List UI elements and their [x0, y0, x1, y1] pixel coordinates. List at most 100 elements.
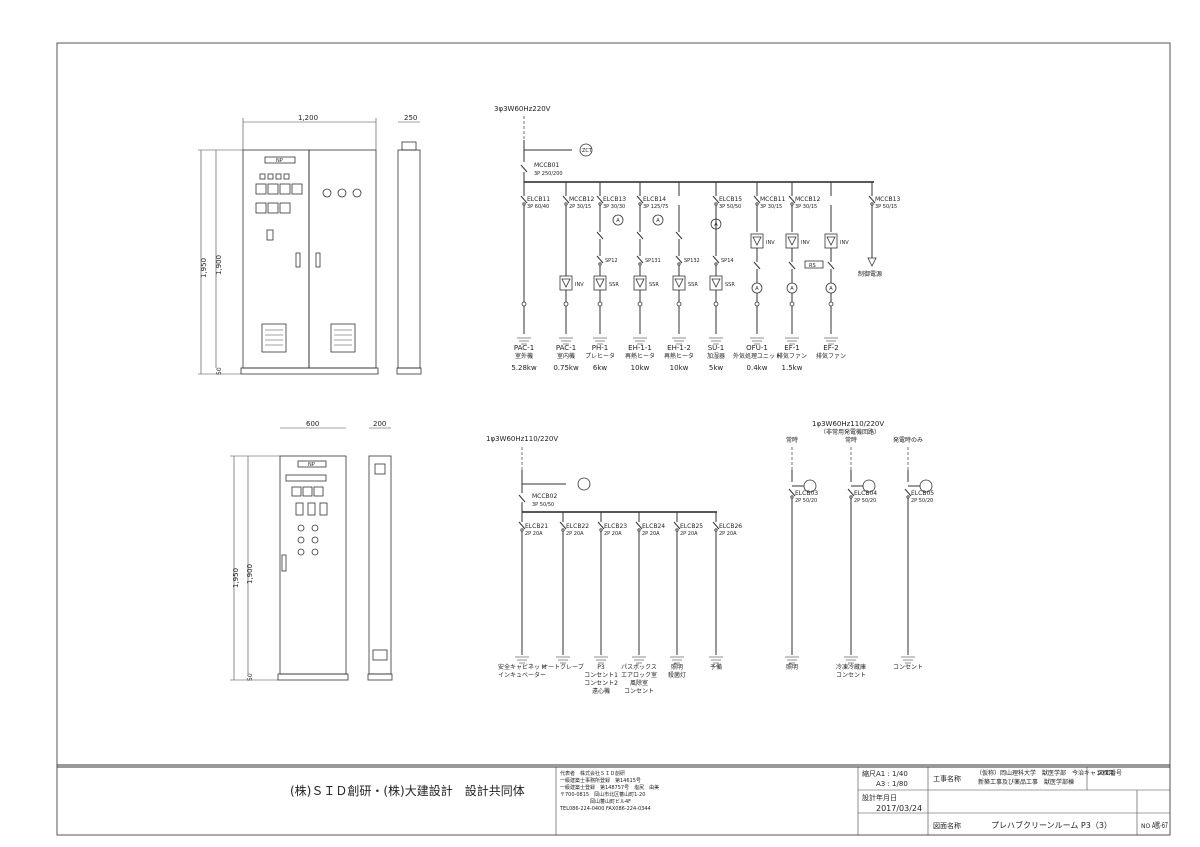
branch-breaker-name: ELCB21 [525, 523, 548, 530]
load-name: PAC-1 [556, 344, 576, 352]
branch-breaker-symbol [712, 195, 720, 204]
feed-label: 常時 [786, 436, 798, 444]
breaker-contact [564, 202, 568, 206]
branch-breaker-spec: 3P 30/30 [603, 204, 625, 210]
branch-breaker-spec: 2P 20A [604, 531, 622, 537]
device-box [593, 275, 607, 291]
branch-breaker-symbol [596, 195, 604, 204]
elevation2-width-dim: 600 [306, 420, 319, 428]
load-description: 加湿器 [707, 352, 725, 360]
load-power: 1.5kw [782, 364, 803, 372]
load-name: コンセント [893, 664, 923, 671]
device-box [824, 233, 838, 249]
branch-breaker-spec: 3P 125/75 [643, 204, 668, 210]
breaker-contact [790, 495, 794, 499]
breaker-contact [561, 528, 565, 532]
contactor-symbol [636, 231, 644, 240]
device-box [785, 233, 799, 249]
device-symbol [595, 278, 605, 288]
load-name: EF-1 [784, 344, 799, 352]
sub-contact-name: SP131 [645, 258, 661, 264]
breaker-contact [790, 202, 794, 206]
load-name: PAC-1 [514, 344, 534, 352]
breaker-contact [598, 262, 602, 266]
branch-breaker-name: ELCB15 [719, 196, 742, 203]
diagram2-main-breaker: MCCB02 [532, 493, 557, 500]
ammeter-letter: A [829, 286, 833, 292]
branch-breaker-spec: 3P 30/15 [760, 204, 782, 210]
load-name: 風除室 [630, 679, 648, 687]
title-date: 2017/03/24 [876, 804, 922, 813]
title-drawing-name: プレハブクリーンルーム P3（3） [991, 820, 1112, 830]
load-name: コンセント2 [584, 680, 618, 687]
title-scale-a1: A1 : 1/40 [876, 770, 908, 778]
load-name: P3 [597, 664, 605, 671]
sub-contact-symbol [712, 255, 720, 264]
breaker-contact [599, 528, 603, 532]
terminal-point [563, 301, 569, 307]
contactor-symbol [596, 231, 604, 240]
load-name: 照明 [786, 664, 798, 671]
terminal-point [637, 301, 643, 307]
load-description: 室外機 [515, 352, 533, 360]
diagram2-main-breaker-spec: 3P 50/50 [532, 502, 554, 508]
load-name: 安全キャビネット [498, 663, 546, 671]
branch-breaker-spec: 2P 50/20 [854, 498, 876, 504]
load-power: 0.75kw [553, 364, 579, 372]
elevation1-base-dim: 50 [216, 367, 223, 375]
load-name: エアロック室 [621, 671, 657, 679]
breaker-contact [755, 202, 759, 206]
diagram3-supply-label: 1φ3W60Hz110/220V [812, 420, 884, 428]
office-info-line: 〒700-0815 岡山市北区蕃山町1-20 [560, 791, 645, 798]
load-description: 再熱ヒータ [625, 352, 655, 360]
load-description: 排気ファン [777, 352, 807, 360]
breaker-contact [870, 202, 874, 206]
load-name: オートクレーブ [542, 663, 584, 671]
device-label: INV [575, 282, 584, 288]
branch-breaker-symbol [788, 488, 796, 497]
device-box [559, 275, 573, 291]
elevation1-nameplate: NP [276, 158, 283, 164]
load-name: コンセント [836, 672, 866, 679]
elevation1-height-dim: 1,950 [200, 258, 208, 278]
breaker-contact [638, 202, 642, 206]
sub-contact-name: SP14 [721, 258, 734, 264]
branch-breaker-name: MCCB13 [875, 196, 900, 203]
title-number: A獣-67 [1152, 820, 1168, 830]
load-name: 殺菌灯 [668, 671, 686, 679]
branch-breaker-spec: 2P 20A [566, 531, 584, 537]
contactor-symbol [827, 261, 835, 270]
load-name: コンセント [624, 688, 654, 695]
branch-breaker-symbol [597, 521, 605, 530]
office-info-line: 代表者 株式会社ＳＩＤ創研 [560, 770, 625, 777]
leak-relay-symbol [803, 479, 817, 493]
breaker-contact [637, 528, 641, 532]
branch-breaker-name: ELCB25 [680, 523, 703, 530]
ammeter-letter: A [755, 286, 759, 292]
device-box [709, 275, 723, 291]
branch-breaker-name: ELCB05 [911, 490, 934, 497]
terminal-point [754, 301, 760, 307]
branch-breaker-symbol [904, 488, 912, 497]
load-name: EF-2 [823, 344, 838, 352]
leak-relay-symbol [919, 479, 933, 493]
diagram1-rs-label: RS [809, 263, 816, 269]
branch-breaker-symbol [868, 195, 876, 204]
device-box [750, 233, 764, 249]
elevation1-depth-dim: 250 [404, 114, 417, 122]
branch-breaker-symbol [712, 521, 720, 530]
title-project-label: 工事名称 [933, 774, 961, 783]
branch-breaker-symbol [788, 195, 796, 204]
device-label: SSR [649, 282, 659, 288]
branch-breaker-symbol [847, 488, 855, 497]
load-name: SU-1 [708, 344, 725, 352]
title-block: (株)ＳＩＤ創研・(株)大建設計 設計共同体 代表者 株式会社ＳＩＤ創研一級建築… [57, 764, 1170, 835]
device-label: INV [766, 240, 775, 246]
branch-breaker-symbol [673, 521, 681, 530]
load-description: 再熱ヒータ [664, 352, 694, 360]
ammeter-letter: A [714, 222, 718, 228]
load-description: 室内機 [557, 352, 575, 360]
office-info-line: 一級建築士登録 第148757号 塩尻 由美 [560, 784, 659, 791]
